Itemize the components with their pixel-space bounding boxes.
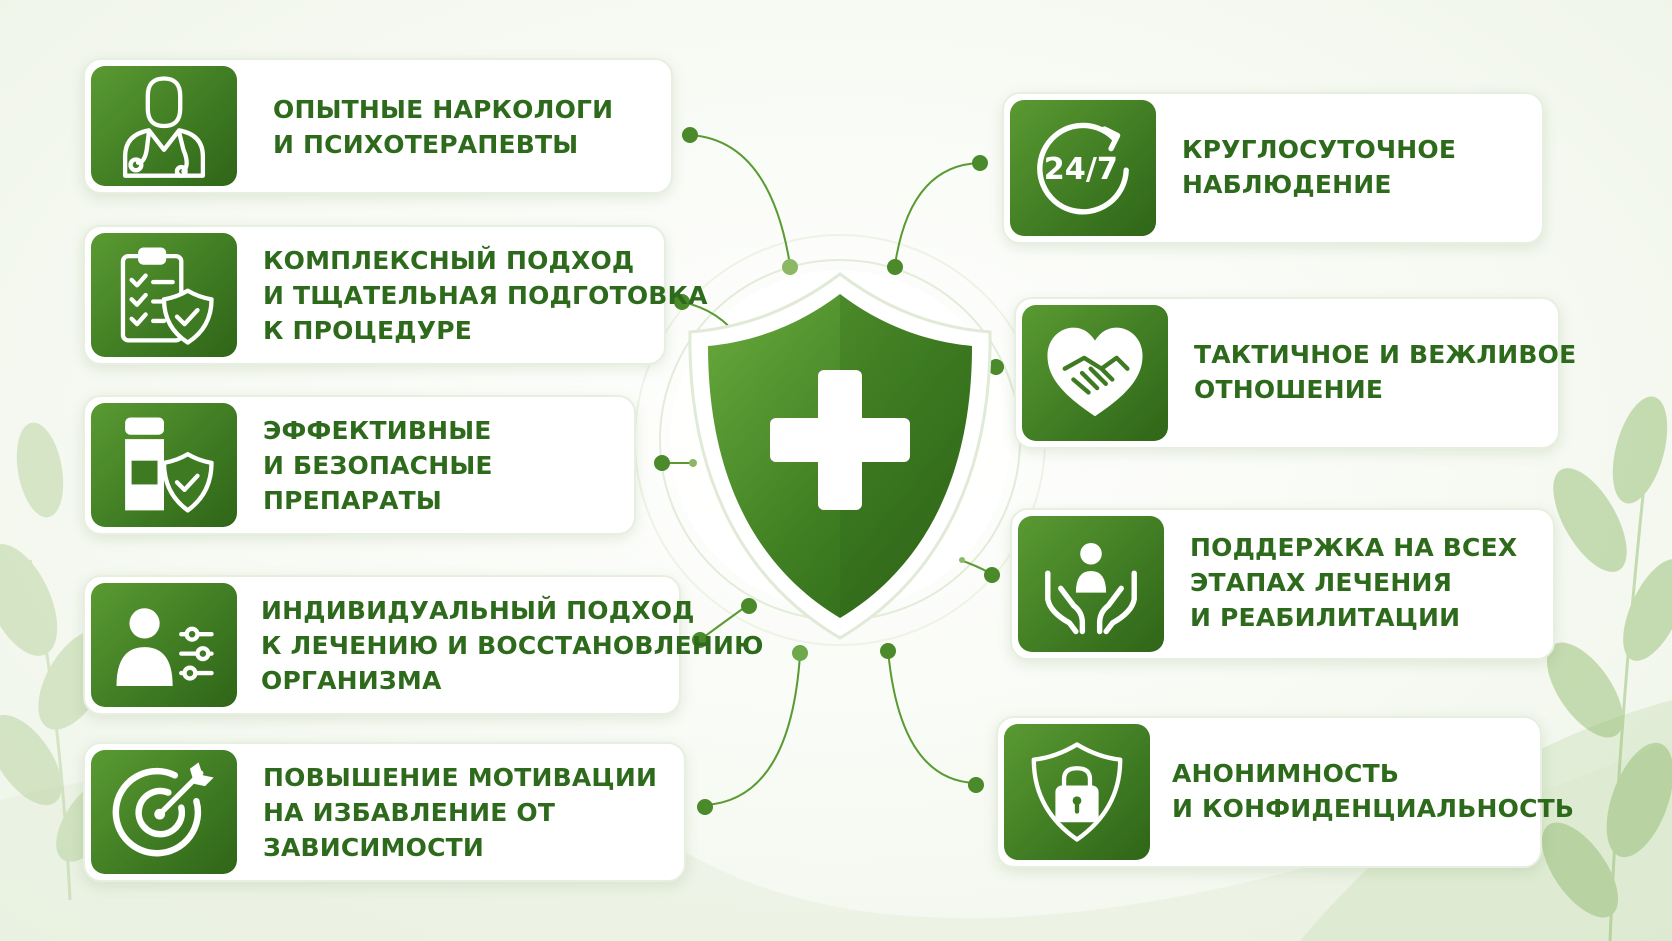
icon-tile [1022,305,1168,441]
feature-label-line: ИНДИВИДУАЛЬНЫЙ ПОДХОД [261,596,695,625]
feature-label-line: ТАКТИЧНОЕ И ВЕЖЛИВОЕ [1194,340,1577,369]
feature-label: ПОВЫШЕНИЕ МОТИВАЦИИ НА ИЗБАВЛЕНИЕ ОТ ЗАВ… [263,760,657,865]
feature-card-anonymity: АНОНИМНОСТЬ И КОНФИДЕНЦИАЛЬНОСТЬ [996,716,1574,868]
feature-label: ИНДИВИДУАЛЬНЫЙ ПОДХОД К ЛЕЧЕНИЮ И ВОССТА… [261,593,764,698]
feature-label-line: НАБЛЮДЕНИЕ [1182,170,1392,199]
feature-label-line: ОПЫТНЫЕ НАРКОЛОГИ [273,95,614,124]
icon-tile [91,403,237,527]
feature-label-line: К ЛЕЧЕНИЮ И ВОССТАНОВЛЕНИЮ [261,631,764,660]
shield-lock-icon [1031,742,1123,842]
target-arrow-icon [112,762,214,857]
icon-tile [91,66,237,186]
feature-label: КОМПЛЕКСНЫЙ ПОДХОД И ТЩАТЕЛЬНАЯ ПОДГОТОВ… [263,243,708,348]
icon-tile [1018,516,1164,652]
person-settings-icon [116,608,214,687]
feature-card-individual-approach: ИНДИВИДУАЛЬНЫЙ ПОДХОД К ЛЕЧЕНИЮ И ВОССТА… [83,575,763,715]
feature-label-line: КОМПЛЕКСНЫЙ ПОДХОД [263,246,635,275]
medicine-shield-icon [125,417,214,513]
feature-label-line: ЭФФЕКТИВНЫЕ [263,416,492,445]
feature-card-24-7-monitoring: 24/7 КРУГЛОСУТОЧНОЕ НАБЛЮДЕНИЕ [1002,92,1544,244]
feature-label: ОПЫТНЫЕ НАРКОЛОГИ И ПСИХОТЕРАПЕВТЫ [273,92,613,162]
feature-label-line: И РЕАБИЛИТАЦИИ [1190,603,1461,632]
feature-label: ТАКТИЧНОЕ И ВЕЖЛИВОЕ ОТНОШЕНИЕ [1194,337,1576,407]
feature-label: КРУГЛОСУТОЧНОЕ НАБЛЮДЕНИЕ [1182,132,1456,202]
icon-tile [91,233,237,357]
feature-card-tactful-attitude: ТАКТИЧНОЕ И ВЕЖЛИВОЕ ОТНОШЕНИЕ [1014,297,1576,449]
icon-tile [1004,724,1150,860]
feature-label-line: КРУГЛОСУТОЧНОЕ [1182,135,1457,164]
feature-label-line: И ТЩАТЕЛЬНАЯ ПОДГОТОВКА [263,281,708,310]
feature-card-motivation: ПОВЫШЕНИЕ МОТИВАЦИИ НА ИЗБАВЛЕНИЕ ОТ ЗАВ… [83,742,686,882]
hands-person-icon [1045,542,1137,635]
feature-label-line: ПРЕПАРАТЫ [263,486,443,515]
feature-card-support: ПОДДЕРЖКА НА ВСЕХ ЭТАПАХ ЛЕЧЕНИЯ И РЕАБИ… [1010,508,1555,660]
shield-plus-icon [688,272,992,640]
feature-label-line: НА ИЗБАВЛЕНИЕ ОТ [263,798,556,827]
right-leaves-icon [1541,396,1672,941]
doctor-icon [122,76,206,178]
icon-tile [91,583,237,707]
clipboard-shield-icon [120,247,214,345]
feature-label-line: И ПСИХОТЕРАПЕВТЫ [273,130,579,159]
feature-card-medicines: ЭФФЕКТИВНЫЕ И БЕЗОПАСНЫЕ ПРЕПАРАТЫ [83,395,636,535]
feature-label-line: К ПРОЦЕДУРЕ [263,316,473,345]
icon-tile: 24/7 [1010,100,1156,236]
feature-label-line: ПОДДЕРЖКА НА ВСЕХ [1190,533,1518,562]
feature-label: ПОДДЕРЖКА НА ВСЕХ ЭТАПАХ ЛЕЧЕНИЯ И РЕАБИ… [1190,530,1517,635]
clock-24-7-icon: 24/7 [1037,122,1129,215]
feature-label-line: АНОНИМНОСТЬ [1172,759,1400,788]
feature-label-line: И КОНФИДЕНЦИАЛЬНОСТЬ [1172,794,1575,823]
feature-label-line: ОТНОШЕНИЕ [1194,375,1384,404]
feature-card-complex-approach: КОМПЛЕКСНЫЙ ПОДХОД И ТЩАТЕЛЬНАЯ ПОДГОТОВ… [83,225,708,365]
feature-label-line: ЗАВИСИМОСТИ [263,833,485,862]
feature-label-line: И БЕЗОПАСНЫЕ [263,451,493,480]
heart-handshake-icon [1047,327,1143,417]
icon-tile [91,750,237,874]
feature-label: АНОНИМНОСТЬ И КОНФИДЕНЦИАЛЬНОСТЬ [1172,756,1574,826]
feature-label: ЭФФЕКТИВНЫЕ И БЕЗОПАСНЫЕ ПРЕПАРАТЫ [263,413,493,518]
feature-card-specialists: ОПЫТНЫЕ НАРКОЛОГИ И ПСИХОТЕРАПЕВТЫ [83,58,673,194]
feature-label-line: ЭТАПАХ ЛЕЧЕНИЯ [1190,568,1453,597]
feature-label-line: ПОВЫШЕНИЕ МОТИВАЦИИ [263,763,658,792]
clock-text: 24/7 [1044,152,1118,187]
feature-label-line: ОРГАНИЗМА [261,666,442,695]
